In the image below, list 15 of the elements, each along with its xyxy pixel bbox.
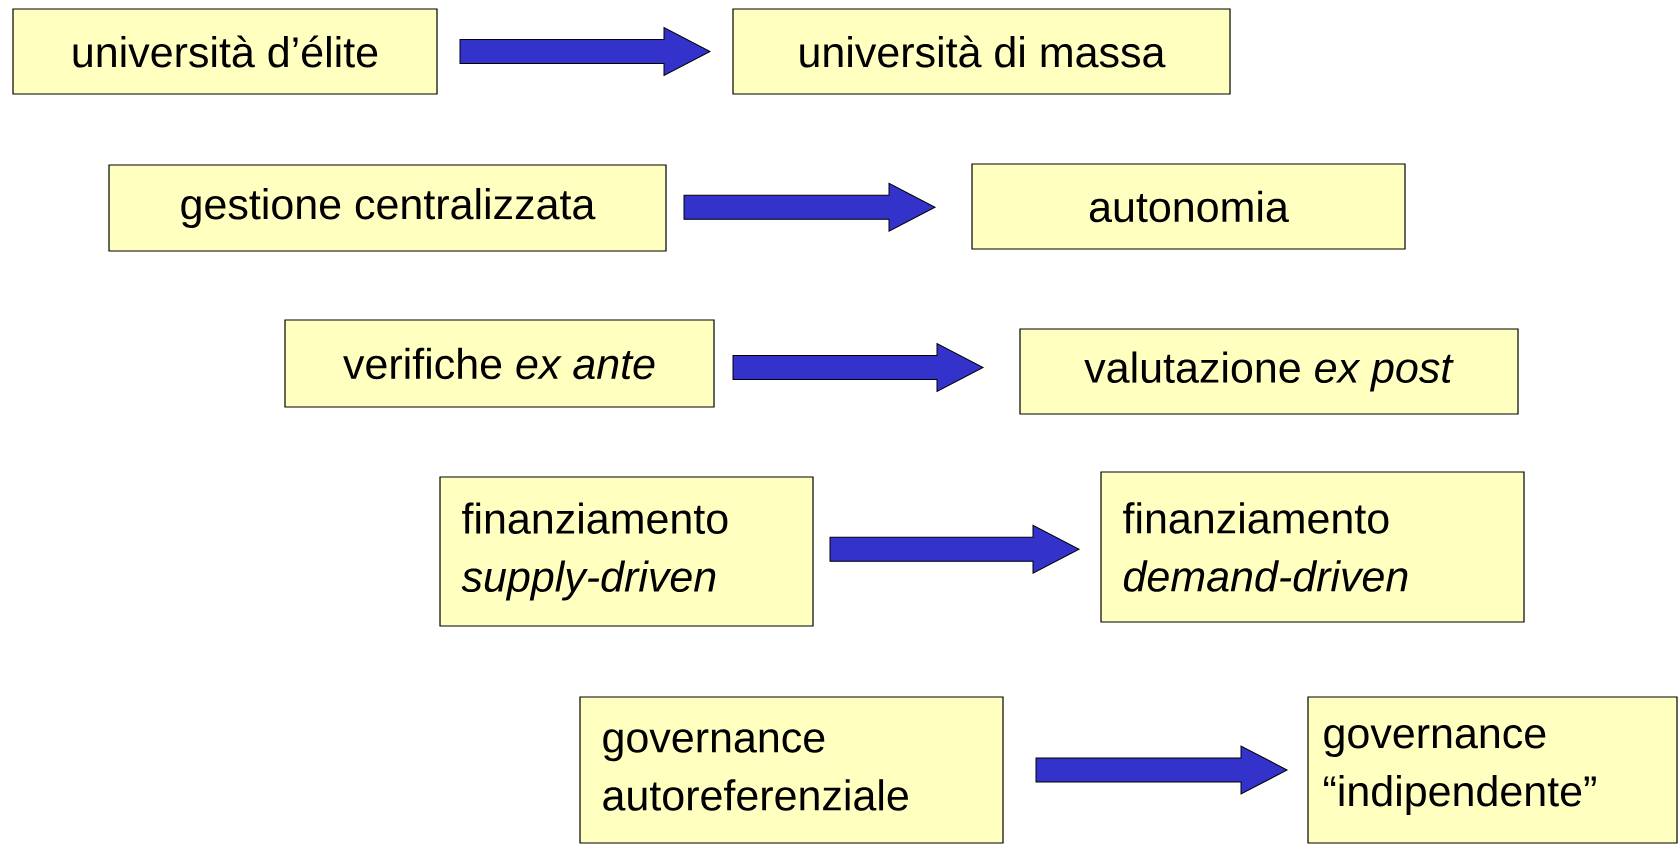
text-box: finanziamento supply-driven bbox=[439, 476, 814, 627]
text-box: autonomia bbox=[971, 163, 1406, 250]
block-arrow bbox=[732, 343, 984, 392]
text-box: università d’élite bbox=[12, 8, 438, 95]
text-box: verifiche ex ante bbox=[284, 319, 715, 408]
text-box: governance autoreferenziale bbox=[579, 696, 1004, 844]
text-box: gestione centralizzata bbox=[108, 164, 667, 252]
text-box: valutazione ex post bbox=[1019, 328, 1519, 415]
block-arrow bbox=[683, 182, 936, 232]
block-arrow bbox=[829, 524, 1080, 574]
text-box: governance “indipendente” bbox=[1307, 696, 1678, 844]
block-arrow bbox=[1035, 745, 1288, 795]
block-arrow bbox=[459, 27, 711, 76]
text-box: finanziamento demand-driven bbox=[1100, 471, 1525, 623]
text-box: università di massa bbox=[732, 8, 1231, 95]
